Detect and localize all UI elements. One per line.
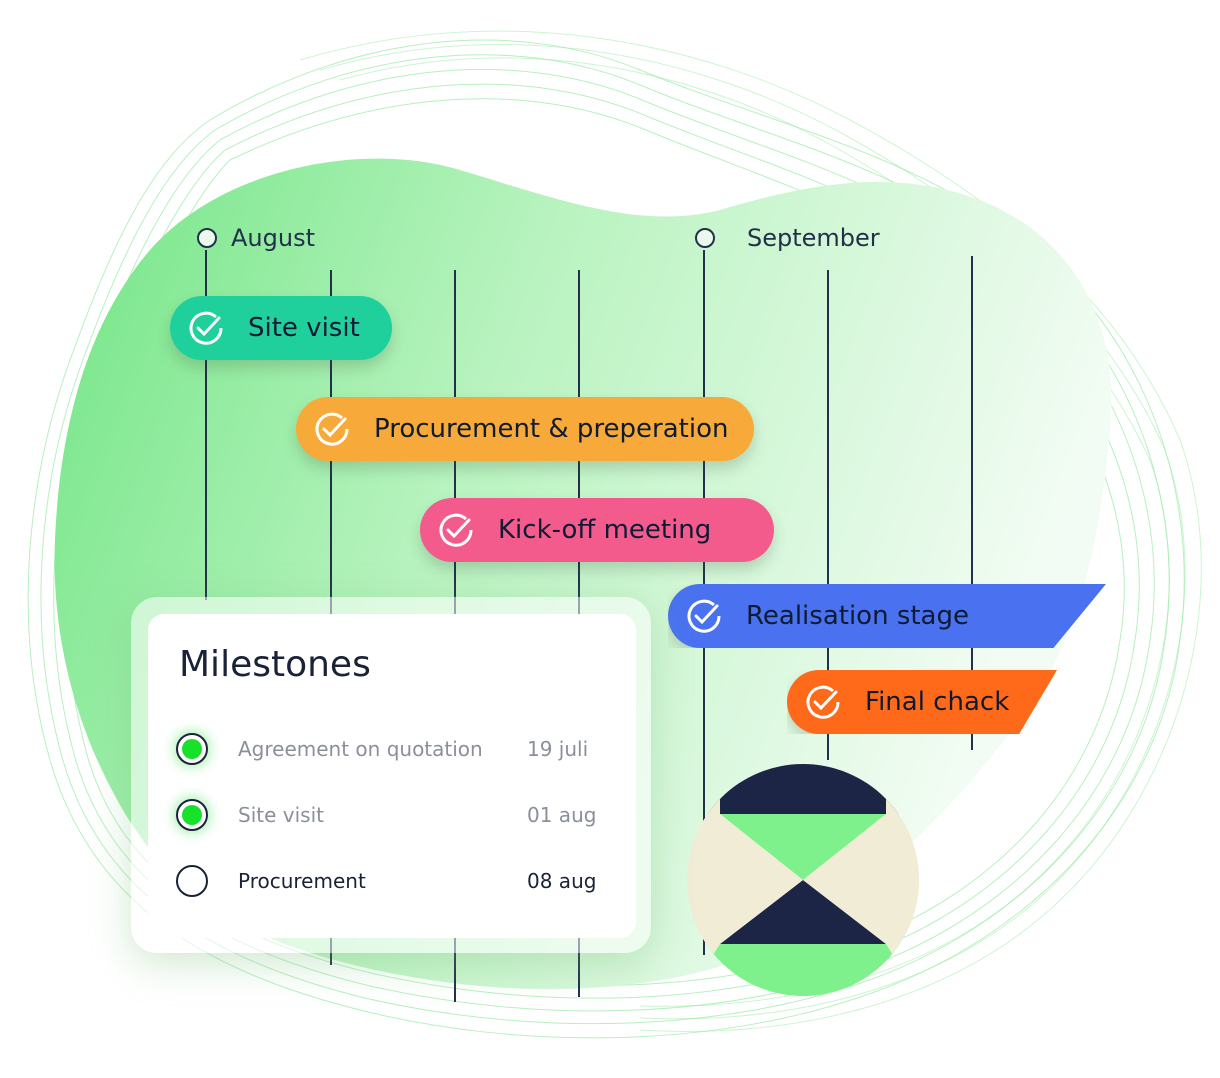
- milestone-name: Procurement: [238, 869, 366, 893]
- phase-label: Kick-off meeting: [498, 515, 712, 545]
- phase-label: Site visit: [248, 313, 360, 343]
- timeline-marker-icon: [197, 228, 217, 248]
- milestone-date: 01 aug: [527, 803, 597, 827]
- milestone-name: Agreement on quotation: [238, 737, 483, 761]
- milestones-title: Milestones: [179, 644, 371, 685]
- milestone-item[interactable]: Site visit 01 aug: [176, 795, 606, 835]
- brand-logo: [687, 764, 919, 996]
- milestone-done-icon[interactable]: [176, 733, 208, 765]
- phase-site-visit[interactable]: Site visit: [170, 296, 392, 360]
- month-label: September: [747, 224, 880, 252]
- check-circle-icon: [806, 685, 840, 719]
- phase-label: Realisation stage: [746, 601, 969, 631]
- phase-kick-off[interactable]: Kick-off meeting: [420, 498, 774, 562]
- month-label: August: [231, 224, 315, 252]
- phase-realisation[interactable]: Realisation stage: [668, 584, 1106, 648]
- milestones-card: Milestones Agreement on quotation 19 jul…: [148, 614, 636, 938]
- phase-procurement[interactable]: Procurement & preperation: [296, 397, 754, 461]
- phase-final-check[interactable]: Final chack: [787, 670, 1057, 734]
- month-august: August: [197, 224, 315, 252]
- check-circle-icon: [189, 311, 223, 345]
- check-circle-icon: [315, 412, 349, 446]
- check-circle-icon: [439, 513, 473, 547]
- milestone-item[interactable]: Procurement 08 aug: [176, 861, 606, 901]
- timeline-marker-icon: [695, 228, 715, 248]
- phase-label: Procurement & preperation: [374, 414, 729, 444]
- milestone-done-icon[interactable]: [176, 799, 208, 831]
- milestone-name: Site visit: [238, 803, 324, 827]
- phase-label: Final chack: [865, 687, 1010, 717]
- milestone-item[interactable]: Agreement on quotation 19 juli: [176, 729, 606, 769]
- milestone-open-icon[interactable]: [176, 865, 208, 897]
- month-september: September: [695, 224, 880, 252]
- milestone-date: 19 juli: [527, 737, 589, 761]
- check-circle-icon: [687, 599, 721, 633]
- milestone-date: 08 aug: [527, 869, 597, 893]
